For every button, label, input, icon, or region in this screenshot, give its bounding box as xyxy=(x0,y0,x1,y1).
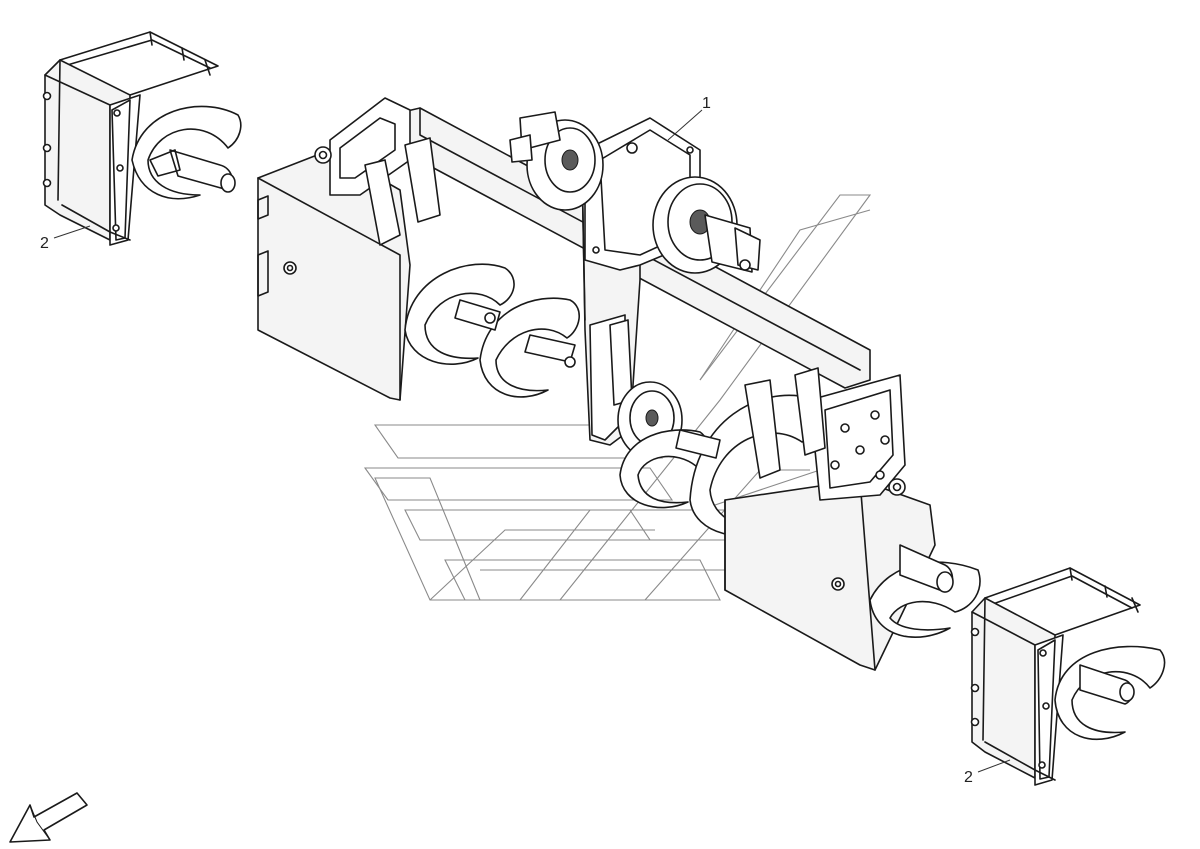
side-panel-right xyxy=(970,567,1166,786)
auger-assembly xyxy=(257,97,981,671)
callout-2-right-label: 2 xyxy=(964,769,973,786)
callout-2-left-label: 2 xyxy=(40,235,49,252)
callout-2-right: 2 xyxy=(964,759,1011,786)
callout-1-label: 1 xyxy=(702,95,711,112)
callout-2-left: 2 xyxy=(40,225,91,252)
side-panel-left xyxy=(42,31,242,246)
callout-1: 1 xyxy=(667,95,711,141)
direction-arrow-icon xyxy=(9,792,88,843)
